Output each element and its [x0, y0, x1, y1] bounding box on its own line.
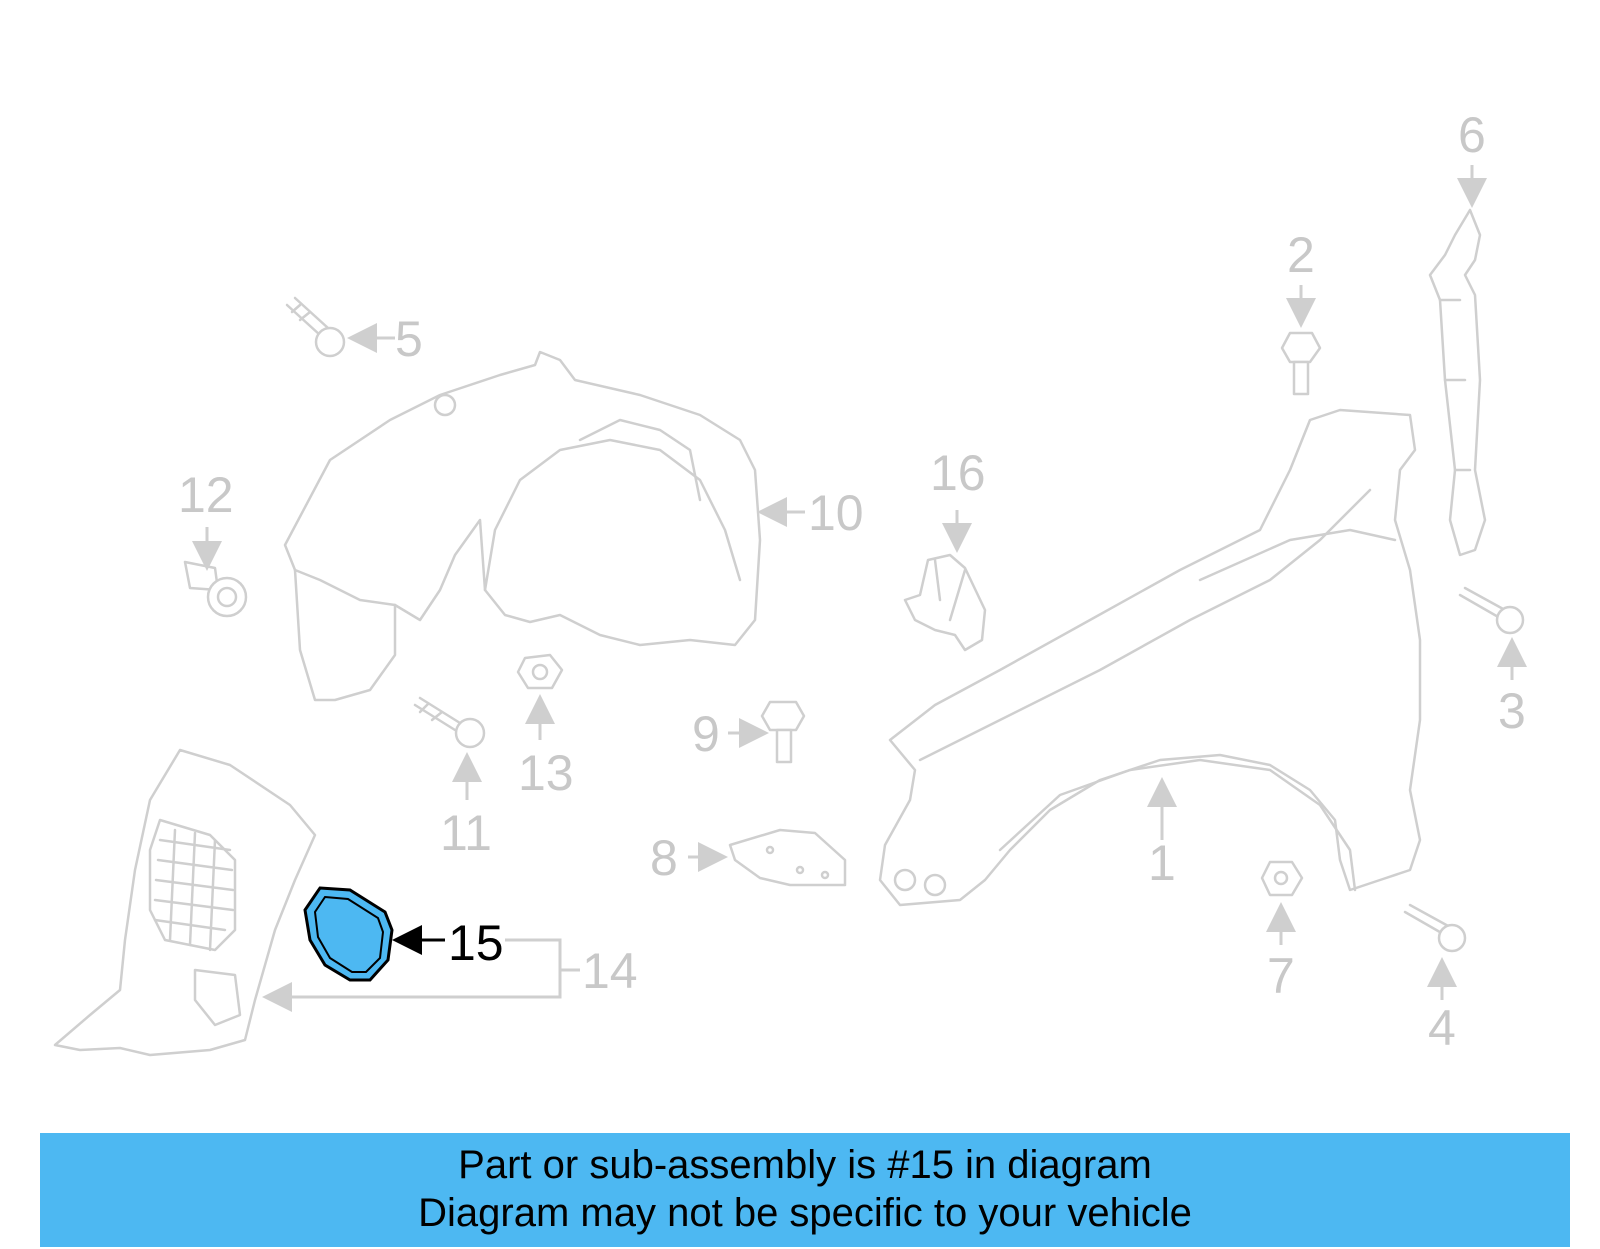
banner-line-part-number: Part or sub-assembly is #15 in diagram [458, 1143, 1152, 1187]
front-liner-part-14[interactable] [53, 748, 317, 1057]
callout-4: 4 [1427, 957, 1457, 1056]
svg-text:9: 9 [692, 706, 720, 762]
callout-13: 13 [518, 694, 574, 801]
info-banner: Part or sub-assembly is #15 in diagram D… [40, 1133, 1570, 1247]
screw-part-11[interactable] [413, 696, 486, 749]
svg-text:11: 11 [440, 805, 492, 861]
svg-text:3: 3 [1498, 683, 1526, 739]
callout-2: 2 [1286, 227, 1316, 328]
bolt-part-2[interactable] [1280, 331, 1322, 396]
callout-15: 15 [392, 915, 504, 971]
callout-6: 6 [1457, 107, 1487, 208]
banner-line-disclaimer: Diagram may not be specific to your vehi… [418, 1191, 1192, 1235]
callout-12: 12 [178, 467, 234, 571]
svg-text:10: 10 [808, 485, 864, 541]
duct-seal-part-15[interactable] [303, 886, 394, 982]
svg-text:6: 6 [1458, 107, 1486, 163]
clip-part-12[interactable] [183, 560, 248, 618]
svg-text:4: 4 [1428, 1000, 1456, 1056]
callout-1: 1 [1147, 777, 1177, 891]
callout-3: 3 [1497, 637, 1527, 739]
bolt-part-9[interactable] [760, 700, 806, 764]
svg-text:1: 1 [1148, 835, 1176, 891]
bolt-part-4[interactable] [1403, 903, 1467, 953]
svg-text:8: 8 [650, 830, 678, 886]
callout-9: 9 [692, 706, 769, 762]
nut-part-7[interactable] [1260, 860, 1304, 897]
bolt-part-3[interactable] [1458, 586, 1525, 635]
callout-14: 14 [262, 938, 638, 1012]
svg-text:15: 15 [448, 915, 504, 971]
bracket-part-16[interactable] [903, 553, 987, 652]
svg-text:16: 16 [930, 445, 986, 501]
fender-part[interactable] [878, 408, 1422, 907]
plate-part-8[interactable] [728, 828, 847, 887]
callout-7: 7 [1266, 902, 1296, 1004]
callout-16: 16 [930, 445, 986, 553]
svg-text:2: 2 [1287, 227, 1315, 283]
svg-text:12: 12 [178, 467, 234, 523]
callout-5: 5 [347, 311, 423, 367]
nut-part-13[interactable] [516, 653, 564, 690]
callout-10: 10 [757, 485, 864, 541]
svg-text:7: 7 [1267, 948, 1295, 1004]
screw-part-5[interactable] [285, 296, 346, 358]
wheel-liner-part-10[interactable] [283, 350, 762, 702]
svg-text:5: 5 [395, 311, 423, 367]
callout-8: 8 [650, 830, 728, 886]
bracket-part-6[interactable] [1428, 208, 1487, 557]
svg-text:13: 13 [518, 745, 574, 801]
callout-11: 11 [440, 752, 492, 861]
svg-text:14: 14 [582, 943, 638, 999]
